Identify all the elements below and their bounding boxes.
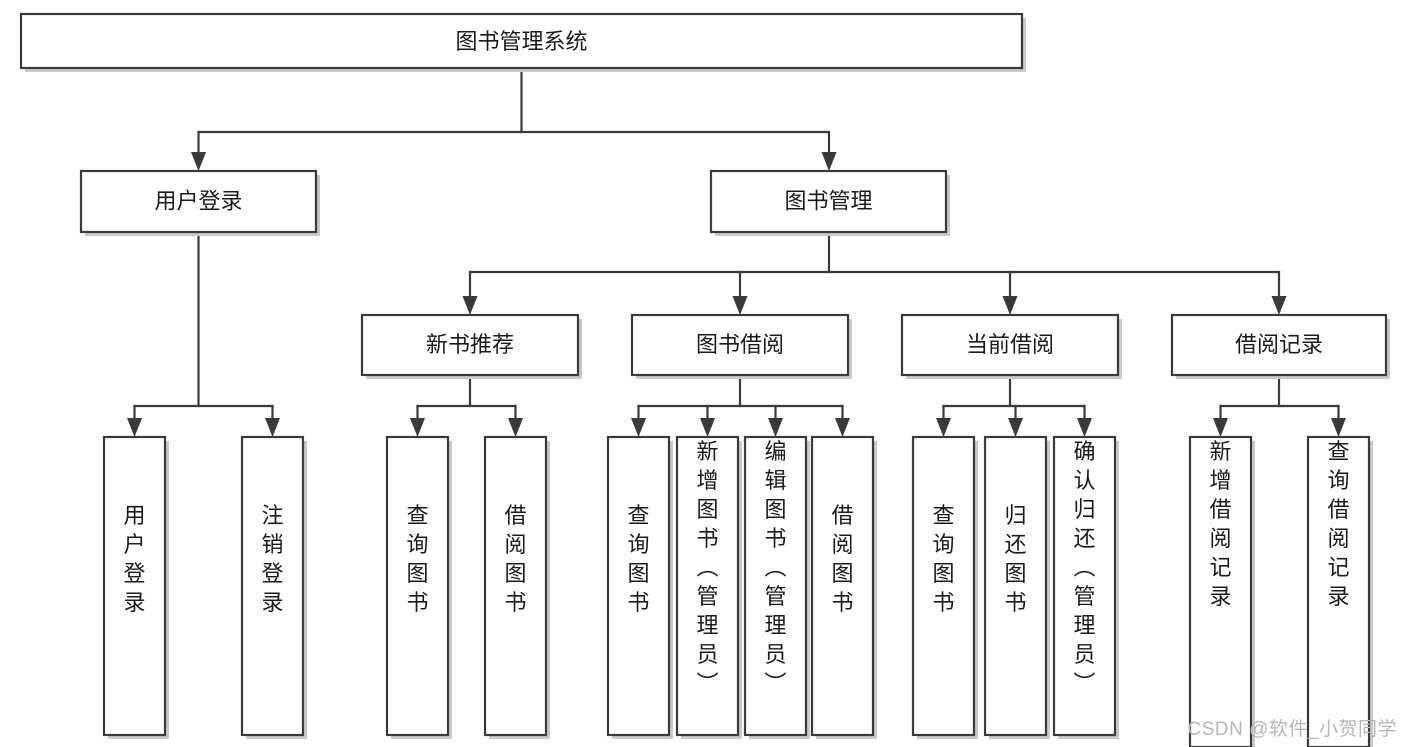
node-leaf-return-book-label: 归还图书	[1004, 503, 1026, 615]
node-user-login-rect	[79, 169, 318, 234]
arrow-nbr-to-leaf1	[410, 418, 425, 437]
node-leaf-query-book-rec[interactable]: 查询图书	[385, 435, 452, 739]
node-leaf-logout-login[interactable]: 注销登录	[240, 435, 307, 739]
node-book-manage-rect	[709, 169, 948, 234]
node-leaf-confirm-return-admin-rect	[1052, 435, 1117, 737]
arrow-br-to-leaf2	[1331, 418, 1346, 437]
node-leaf-query-book-rec-rect	[385, 435, 450, 737]
node-leaf-query-book-borrow-rect	[606, 435, 671, 737]
arrow-bm-to-current-borrow	[1002, 296, 1018, 315]
node-book-borrow[interactable]: 图书借阅	[630, 313, 852, 379]
arrow-bm-to-new-book	[462, 296, 478, 315]
node-leaf-borrow-book-rect	[810, 435, 875, 737]
node-leaf-query-book-cur-rect	[911, 435, 976, 737]
node-leaf-user-login-label: 用户登录	[123, 503, 145, 615]
arrow-br-to-leaf1	[1213, 418, 1228, 437]
node-leaf-edit-book-admin[interactable]: 编辑图书︵管理员︶	[743, 435, 810, 739]
node-book-manage[interactable]: 图书管理	[709, 169, 950, 236]
node-leaf-return-book[interactable]: 归还图书	[983, 435, 1050, 739]
node-current-borrow-label: 当前借阅	[966, 332, 1054, 357]
node-book-borrow-rect	[630, 313, 850, 377]
node-new-book-recommend-rect	[360, 313, 580, 377]
node-leaf-query-book-cur[interactable]: 查询图书	[911, 435, 978, 739]
arrow-bb-to-leaf4	[835, 418, 850, 437]
csdn-watermark: CSDN @软件_小贺同学	[1187, 719, 1397, 740]
arrow-bm-to-book-borrow	[732, 296, 748, 315]
arrow-bb-to-leaf1	[631, 418, 646, 437]
arrow-cb-to-leaf1	[936, 418, 951, 437]
node-root-rect	[19, 12, 1024, 70]
arrow-bb-to-leaf3	[768, 418, 783, 437]
arrow-nbr-to-leaf2	[508, 418, 523, 437]
node-leaf-add-borrow-record[interactable]: 新增借阅记录	[1188, 435, 1255, 747]
arrow-bb-to-leaf2	[700, 418, 715, 437]
connector-layer	[127, 66, 1346, 437]
node-leaf-borrow-book-rec[interactable]: 借阅图书	[483, 435, 550, 739]
node-borrow-records-rect	[1170, 313, 1388, 377]
arrow-cb-to-leaf3	[1077, 418, 1092, 437]
node-leaf-query-borrow-record[interactable]: 查询借阅记录	[1306, 435, 1373, 747]
node-leaf-add-book-admin-label: 新增图书︵管理员︶	[696, 439, 718, 696]
node-leaf-query-borrow-record-label: 查询借阅记录	[1327, 439, 1349, 609]
node-new-book-recommend-label: 新书推荐	[426, 332, 514, 357]
arrow-bm-to-borrow-records	[1271, 296, 1287, 315]
arrow-ul-to-leaf2	[265, 418, 280, 437]
node-root-label: 图书管理系统	[455, 29, 587, 54]
node-leaf-query-book-borrow[interactable]: 查询图书	[606, 435, 673, 739]
node-new-book-recommend[interactable]: 新书推荐	[360, 313, 582, 379]
node-leaf-logout-login-label: 注销登录	[261, 503, 283, 615]
node-leaf-edit-book-admin-rect	[743, 435, 808, 737]
node-leaf-user-login-rect	[102, 435, 167, 737]
node-root[interactable]: 图书管理系统	[19, 12, 1026, 72]
node-leaf-confirm-return-admin[interactable]: 确认归还︵管理员︶	[1052, 435, 1119, 739]
arrow-ul-to-leaf1	[127, 418, 142, 437]
node-leaf-add-book-admin-rect	[675, 435, 740, 737]
node-leaf-add-book-admin[interactable]: 新增图书︵管理员︶	[675, 435, 742, 739]
node-leaf-logout-login-rect	[240, 435, 305, 737]
node-leaf-add-borrow-record-rect	[1188, 435, 1253, 747]
arrow-cb-to-leaf2	[1008, 418, 1023, 437]
node-book-manage-label: 图书管理	[784, 188, 872, 213]
arrow-root-to-book-manage	[821, 152, 837, 171]
node-current-borrow-rect	[900, 313, 1120, 377]
node-leaf-borrow-book-rec-rect	[483, 435, 548, 737]
node-leaf-return-book-rect	[983, 435, 1048, 737]
node-user-login[interactable]: 用户登录	[79, 169, 320, 236]
node-leaf-query-book-borrow-label: 查询图书	[627, 503, 649, 615]
node-leaf-query-book-rec-label: 查询图书	[406, 503, 428, 615]
node-leaf-edit-book-admin-label: 编辑图书︵管理员︶	[764, 439, 786, 696]
node-leaf-borrow-book-label: 借阅图书	[831, 503, 853, 615]
node-current-borrow[interactable]: 当前借阅	[900, 313, 1122, 379]
node-user-login-label: 用户登录	[154, 188, 242, 213]
node-borrow-records-label: 借阅记录	[1235, 332, 1323, 357]
node-leaf-query-book-cur-label: 查询图书	[932, 503, 954, 615]
node-leaf-borrow-book[interactable]: 借阅图书	[810, 435, 877, 739]
node-book-borrow-label: 图书借阅	[696, 332, 784, 357]
node-leaf-borrow-book-rec-label: 借阅图书	[504, 503, 526, 615]
arrow-root-to-user-login	[191, 152, 206, 171]
node-leaf-query-borrow-record-rect	[1306, 435, 1371, 747]
node-borrow-records[interactable]: 借阅记录	[1170, 313, 1390, 379]
node-leaf-confirm-return-admin-label: 确认归还︵管理员︶	[1073, 439, 1095, 696]
node-leaf-user-login[interactable]: 用户登录	[102, 435, 169, 739]
node-leaf-add-borrow-record-label: 新增借阅记录	[1209, 439, 1231, 609]
